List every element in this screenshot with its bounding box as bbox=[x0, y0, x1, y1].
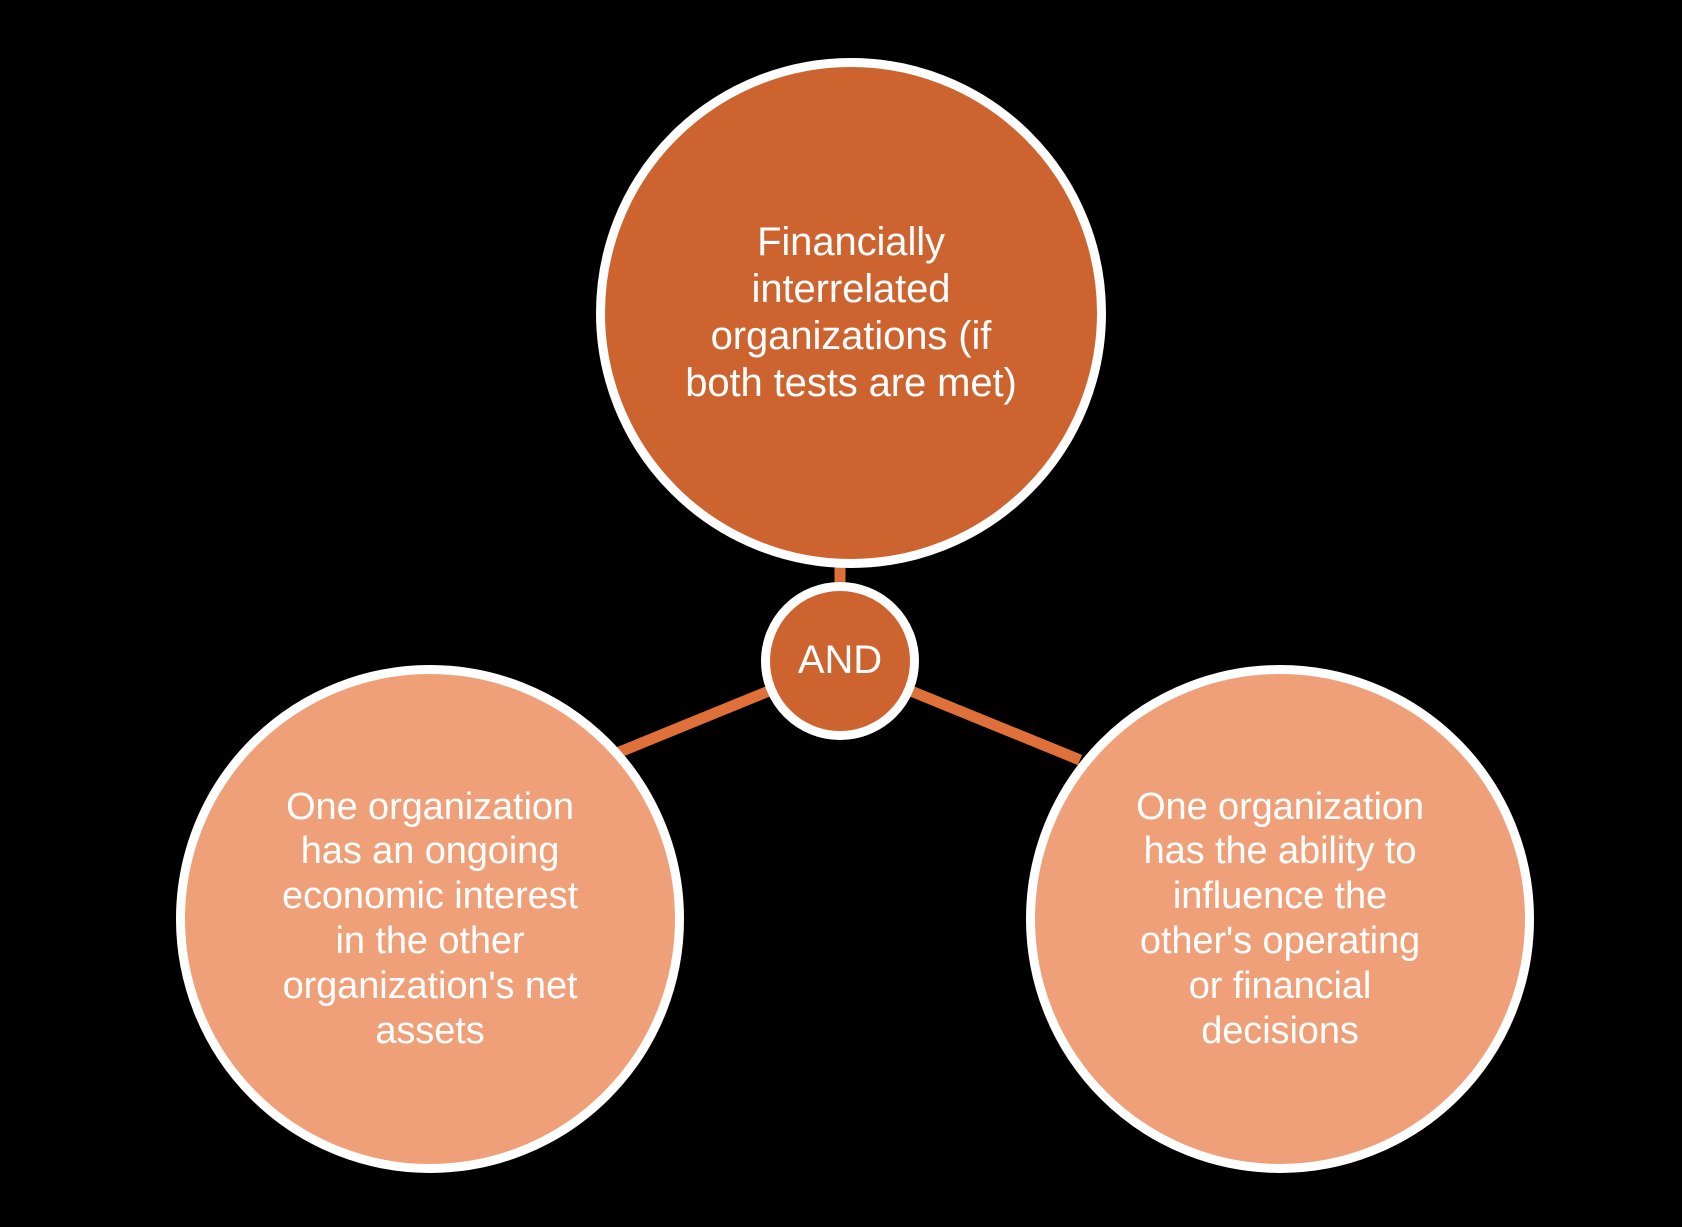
node-and-operator[interactable]: AND bbox=[761, 582, 919, 740]
node-right-label: One organization has the ability to infl… bbox=[1136, 785, 1424, 1052]
node-left-label: One organization has an ongoing economic… bbox=[281, 785, 579, 1052]
node-ongoing-economic-interest-test[interactable]: One organization has an ongoing economic… bbox=[176, 665, 684, 1173]
node-financially-interrelated-organizations[interactable]: Financially interrelated organizations (… bbox=[596, 58, 1106, 568]
node-ability-to-influence-test[interactable]: One organization has the ability to infl… bbox=[1026, 665, 1534, 1173]
node-top-label: Financially interrelated organizations (… bbox=[685, 219, 1017, 406]
node-and-label: AND bbox=[797, 638, 883, 683]
